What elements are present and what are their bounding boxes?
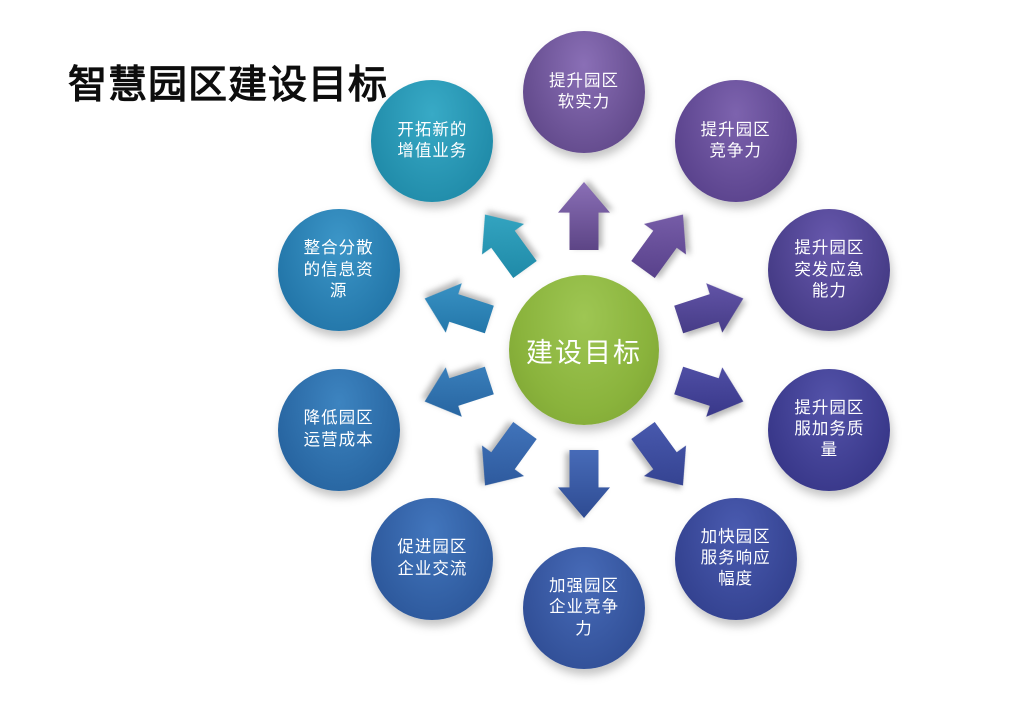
- goal-node-service-quality: 提升园区 服加务质 量: [768, 368, 891, 491]
- goal-node-enterprise-exchange: 促进园区 企业交流: [371, 497, 494, 620]
- goal-node-label: 整合分散 的信息资 源: [303, 239, 374, 300]
- arrow-shape: [622, 416, 704, 502]
- goal-node-label: 降低园区 运营成本: [303, 409, 374, 449]
- radial-arrow-service-quality: [671, 356, 752, 426]
- arrow-shape: [671, 356, 752, 426]
- arrow-shape: [558, 182, 610, 250]
- radial-arrow-competitiveness: [622, 199, 704, 285]
- center-goal-label: 建设目标: [526, 337, 642, 368]
- goal-node-label: 提升园区 服加务质 量: [794, 398, 865, 460]
- radial-arrow-service-response-speed: [622, 416, 704, 502]
- goal-node-competitiveness: 提升园区 竞争力: [674, 80, 797, 203]
- goal-node-information-resources: 整合分散 的信息资 源: [277, 209, 400, 332]
- radial-arrow-information-resources: [416, 273, 497, 343]
- arrow-shape: [558, 450, 610, 518]
- radial-arrow-soft-power: [558, 182, 610, 250]
- arrow-shape: [416, 356, 497, 426]
- goal-node-enterprise-competitiveness: 加强园区 企业竞争 力: [523, 547, 645, 669]
- goal-node-label: 开拓新的 增值业务: [397, 120, 468, 161]
- radial-arrow-enterprise-exchange: [464, 416, 546, 502]
- goal-node-operating-cost: 降低园区 运营成本: [277, 368, 400, 491]
- goal-node-label: 加强园区 企业竞争 力: [549, 576, 619, 638]
- goal-node-label: 提升园区 竞争力: [700, 120, 771, 161]
- radial-arrow-enterprise-competitiveness: [558, 450, 610, 518]
- slide-title: 智慧园区建设目标: [68, 64, 389, 107]
- goal-node-value-added-business: 开拓新的 增值业务: [371, 80, 494, 203]
- radial-arrow-operating-cost: [416, 356, 497, 426]
- goal-node-label: 加快园区 服务响应 幅度: [700, 527, 771, 589]
- goal-node-label: 提升园区 突发应急 能力: [794, 239, 865, 300]
- arrow-shape: [464, 199, 546, 285]
- arrow-shape: [416, 273, 497, 343]
- goal-node-emergency-response: 提升园区 突发应急 能力: [768, 209, 891, 332]
- arrow-shape: [622, 199, 704, 285]
- goal-node-label: 促进园区 企业交流: [397, 538, 468, 578]
- radial-arrow-emergency-response: [671, 273, 752, 343]
- arrow-shape: [671, 273, 752, 343]
- radial-arrow-value-added-business: [464, 199, 546, 285]
- goal-node-label: 提升园区 软实力: [549, 71, 619, 111]
- arrow-shape: [464, 416, 546, 502]
- goal-node-soft-power: 提升园区 软实力: [523, 31, 645, 153]
- goal-node-service-response-speed: 加快园区 服务响应 幅度: [674, 497, 797, 620]
- center-goal-node: 建设目标: [509, 275, 659, 425]
